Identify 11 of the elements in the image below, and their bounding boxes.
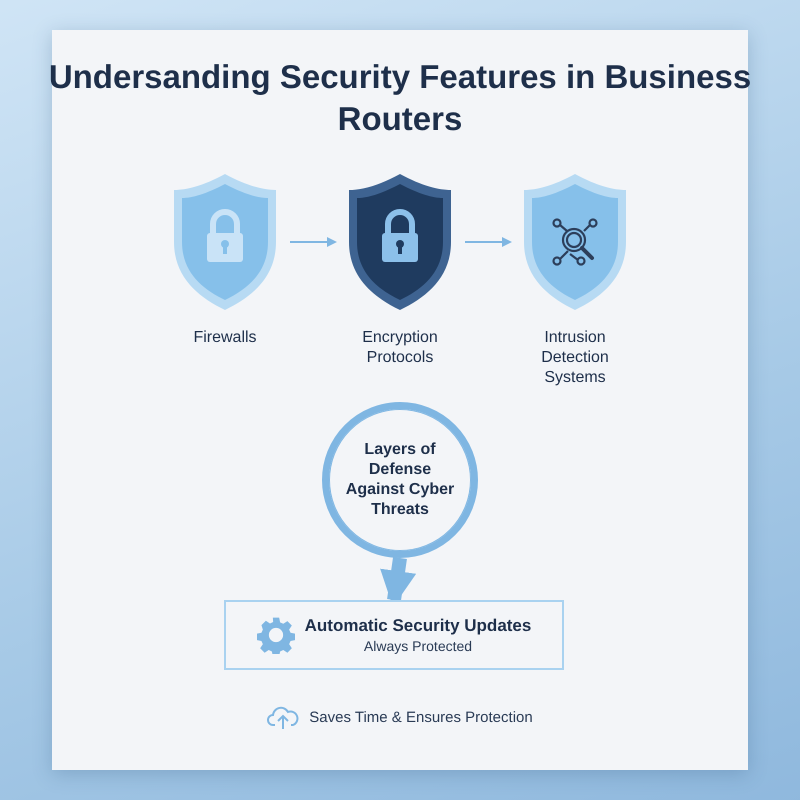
arrow xyxy=(290,237,337,247)
feature-label: Firewalls xyxy=(193,328,257,348)
circle-text: Layers of Defense Against Cyber Threats xyxy=(345,440,455,520)
box-heading: Automatic Security Updates xyxy=(304,615,532,637)
box-subtitle: Always Protected xyxy=(364,637,472,655)
arrow xyxy=(465,237,512,247)
update-box xyxy=(224,600,564,670)
feature-label: Intrusion Detection Systems xyxy=(540,328,610,388)
feature-label: Encryption Protocols xyxy=(361,328,439,368)
footer-note: Saves Time & Ensures Protection xyxy=(309,708,533,726)
title: Undersanding Security Features in Business Routers xyxy=(48,57,752,139)
